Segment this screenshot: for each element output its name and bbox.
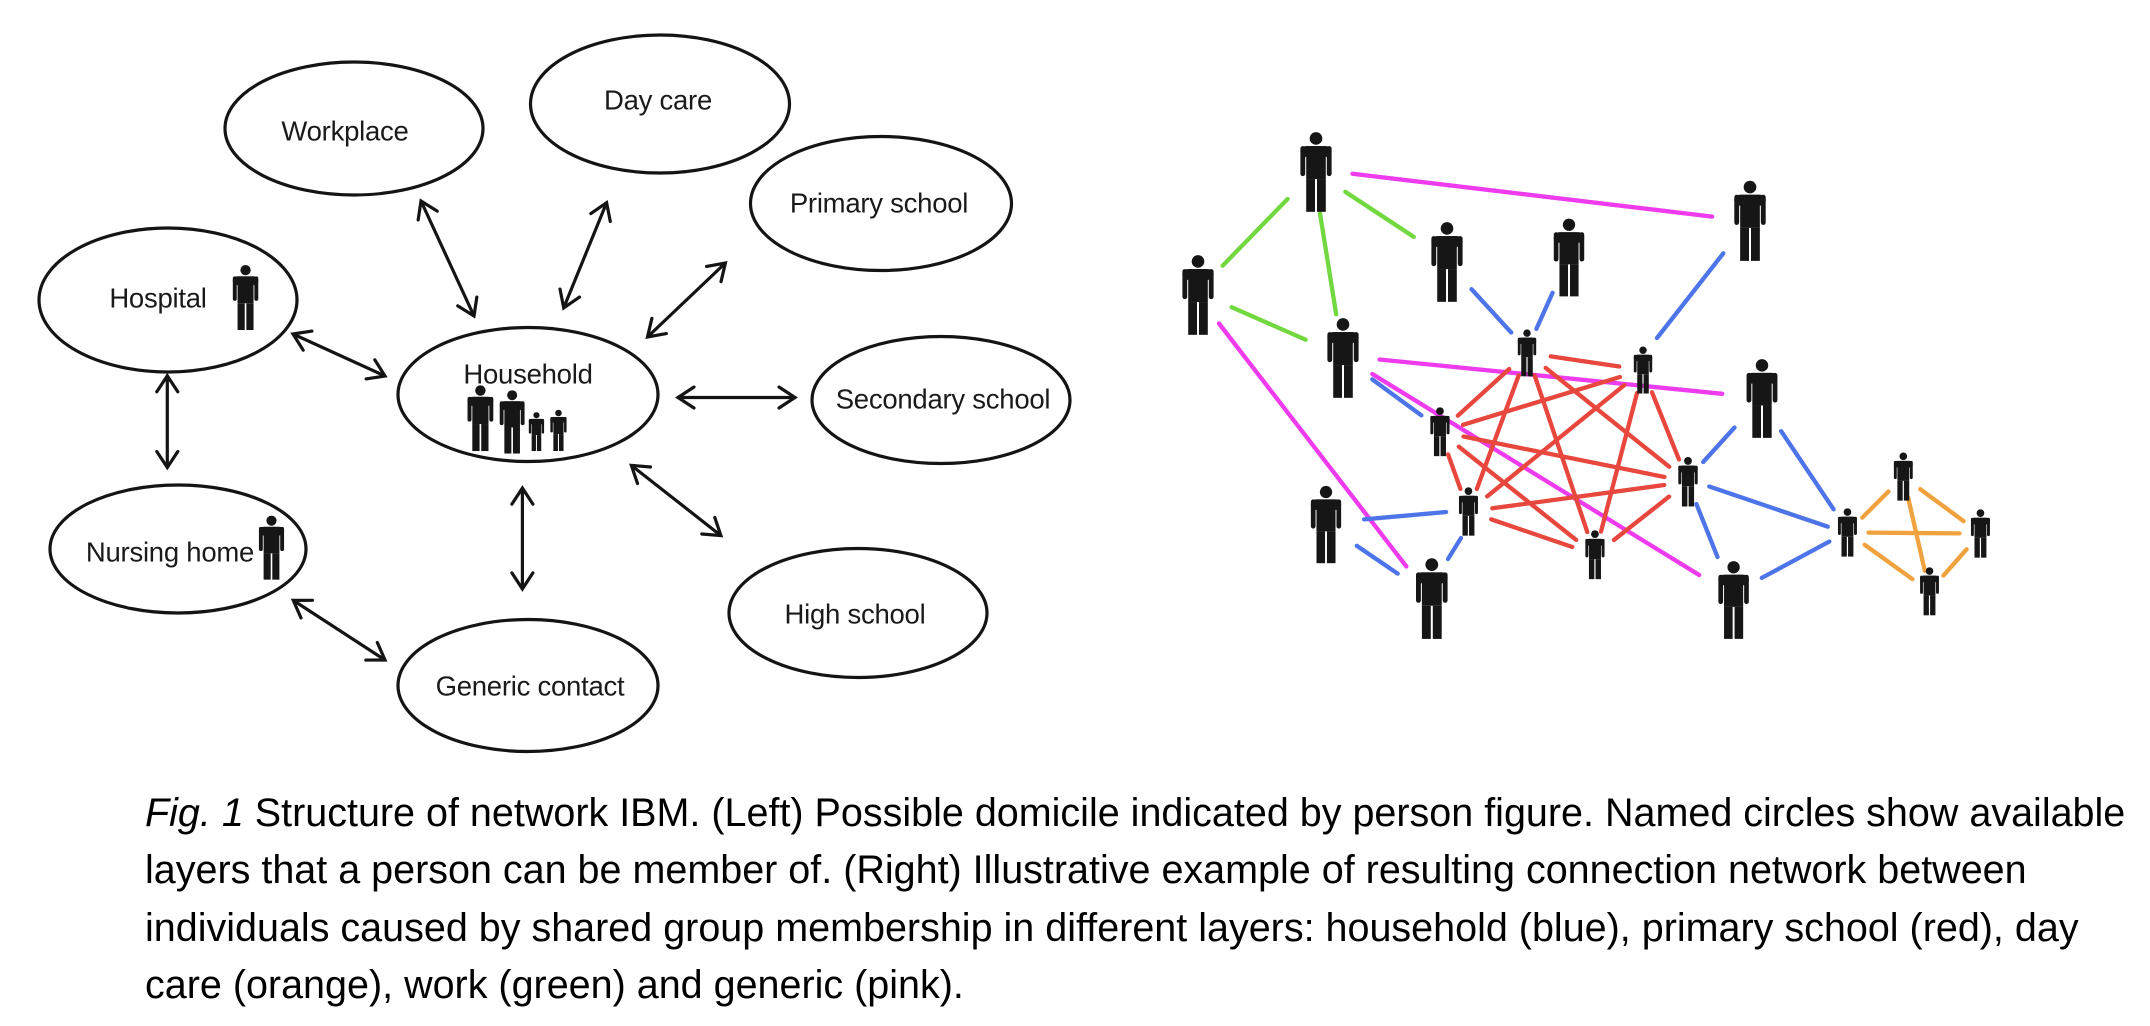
- svg-text:Day care: Day care: [604, 85, 712, 116]
- svg-text:Primary school: Primary school: [790, 188, 968, 219]
- svg-text:Household: Household: [463, 359, 592, 390]
- svg-text:High school: High school: [785, 599, 926, 630]
- svg-text:Hospital: Hospital: [109, 283, 206, 314]
- svg-text:Workplace: Workplace: [281, 116, 408, 147]
- svg-text:Generic contact: Generic contact: [436, 671, 625, 702]
- svg-text:Nursing home: Nursing home: [86, 537, 254, 568]
- svg-text:Secondary school: Secondary school: [836, 384, 1051, 415]
